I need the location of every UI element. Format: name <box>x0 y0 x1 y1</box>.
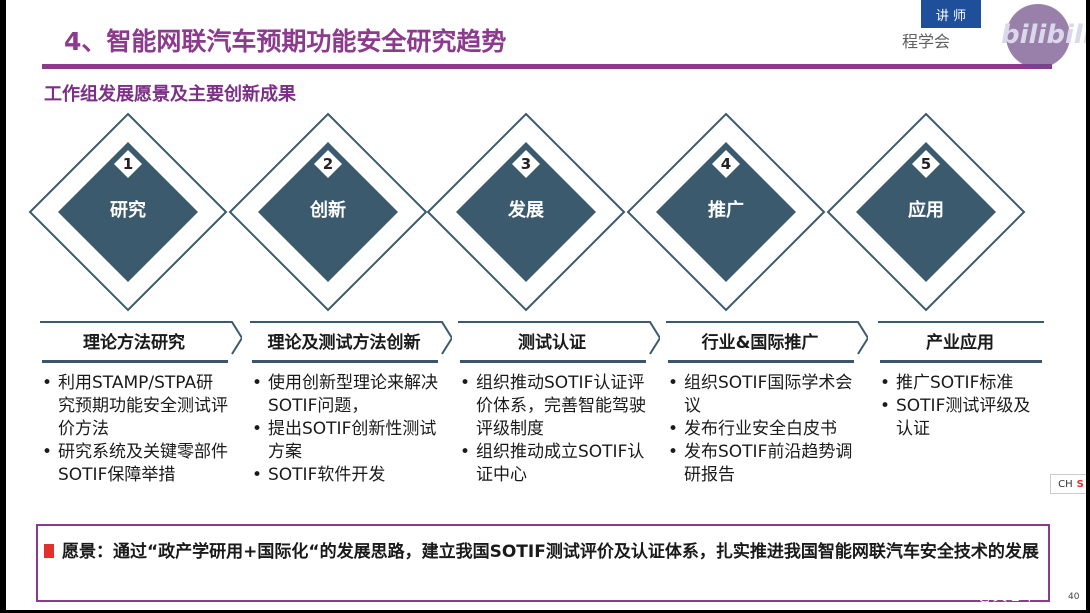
stage-number: 3 <box>512 150 540 178</box>
card-list: 推广SOTIF标准 SOTIF测试评级及认证 <box>878 372 1046 441</box>
card-title: 行业&国际推广 <box>662 328 858 353</box>
card-title: 理论方法研究 <box>36 328 232 353</box>
vision-box: 愿景：通过“政产学研用+国际化“的发展思路，建立我国SOTIF测试评价及认证体系… <box>36 524 1050 602</box>
stage-2: 2 创新 <box>228 112 428 312</box>
card-innovation: 理论及测试方法创新 使用创新型理论来解决SOTIF问题， 提出SOTIF创新性测… <box>246 320 442 505</box>
list-item: 推广SOTIF标准 <box>878 372 1046 395</box>
stage-label: 创新 <box>228 196 428 222</box>
list-item: SOTIF软件开发 <box>250 464 440 487</box>
list-item: SOTIF测试评级及认证 <box>878 395 1046 441</box>
list-item: 组织推动成立SOTIF认证中心 <box>458 441 648 487</box>
stage-1: 1 研究 <box>28 112 228 312</box>
ime-indicator[interactable]: CH S <box>1050 474 1086 494</box>
stage-number: 4 <box>712 150 740 178</box>
card-certification: 测试认证 组织推动SOTIF认证评价体系，完善智能驾驶评级制度 组织推动成立SO… <box>454 320 650 505</box>
card-list: 组织推动SOTIF认证评价体系，完善智能驾驶评级制度 组织推动成立SOTIF认证… <box>458 372 648 487</box>
card-divider <box>460 360 646 363</box>
watermark-text: 程学会 <box>902 28 950 52</box>
stage-number: 1 <box>114 150 142 178</box>
stage-5: 5 应用 <box>826 112 1026 312</box>
page-title: 4、智能网联汽车预期功能安全研究趋势 <box>64 22 506 58</box>
stage-label: 发展 <box>426 196 626 222</box>
list-item: 研究系统及关键零部件SOTIF保障举措 <box>40 441 230 487</box>
list-item: 发布SOTIF前沿趋势调研报告 <box>666 441 856 487</box>
csdn-watermark: CSDN @笑忘书t <box>930 584 1043 605</box>
card-title: 测试认证 <box>454 328 650 353</box>
section-subtitle: 工作组发展愿景及主要创新成果 <box>44 80 296 106</box>
lecturer-badge: 讲 师 <box>921 0 981 28</box>
card-divider <box>252 360 438 363</box>
bullet-marker-icon <box>44 544 54 558</box>
stage-label: 推广 <box>626 196 826 222</box>
ime-label: CH <box>1058 479 1073 490</box>
title-divider <box>42 64 1052 69</box>
list-item: 组织SOTIF国际学术会议 <box>666 372 856 418</box>
list-item: 利用STAMP/STPA研究预期功能安全测试评价方法 <box>40 372 230 441</box>
card-title: 理论及测试方法创新 <box>246 328 442 353</box>
card-list: 利用STAMP/STPA研究预期功能安全测试评价方法 研究系统及关键零部件SOT… <box>40 372 230 487</box>
stage-4: 4 推广 <box>626 112 826 312</box>
card-divider <box>668 360 854 363</box>
list-item: 使用创新型理论来解决SOTIF问题， <box>250 372 440 418</box>
card-research: 理论方法研究 利用STAMP/STPA研究预期功能安全测试评价方法 研究系统及关… <box>36 320 232 505</box>
stage-3: 3 发展 <box>426 112 626 312</box>
vision-text: 愿景：通过“政产学研用+国际化“的发展思路，建立我国SOTIF测试评价及认证体系… <box>62 538 1042 566</box>
card-divider <box>42 360 228 363</box>
list-item: 提出SOTIF创新性测试方案 <box>250 418 440 464</box>
list-item: 发布行业安全白皮书 <box>666 418 856 441</box>
sogou-icon: S <box>1077 479 1084 490</box>
card-divider <box>880 360 1042 363</box>
slide: 4、智能网联汽车预期功能安全研究趋势 工作组发展愿景及主要创新成果 讲 师 程学… <box>6 0 1086 610</box>
page-number: 40 <box>1068 592 1079 602</box>
card-promotion: 行业&国际推广 组织SOTIF国际学术会议 发布行业安全白皮书 发布SOTIF前… <box>662 320 858 505</box>
stage-label: 研究 <box>28 196 228 222</box>
list-item: 组织推动SOTIF认证评价体系，完善智能驾驶评级制度 <box>458 372 648 441</box>
card-list: 组织SOTIF国际学术会议 发布行业安全白皮书 发布SOTIF前沿趋势调研报告 <box>666 372 856 487</box>
bilibili-logo: bilibili <box>1001 20 1086 50</box>
card-title: 产业应用 <box>874 328 1046 353</box>
card-list: 使用创新型理论来解决SOTIF问题， 提出SOTIF创新性测试方案 SOTIF软… <box>250 372 440 487</box>
stage-label: 应用 <box>826 196 1026 222</box>
card-application: 产业应用 推广SOTIF标准 SOTIF测试评级及认证 <box>874 320 1046 505</box>
stage-number: 5 <box>912 150 940 178</box>
stage-number: 2 <box>314 150 342 178</box>
